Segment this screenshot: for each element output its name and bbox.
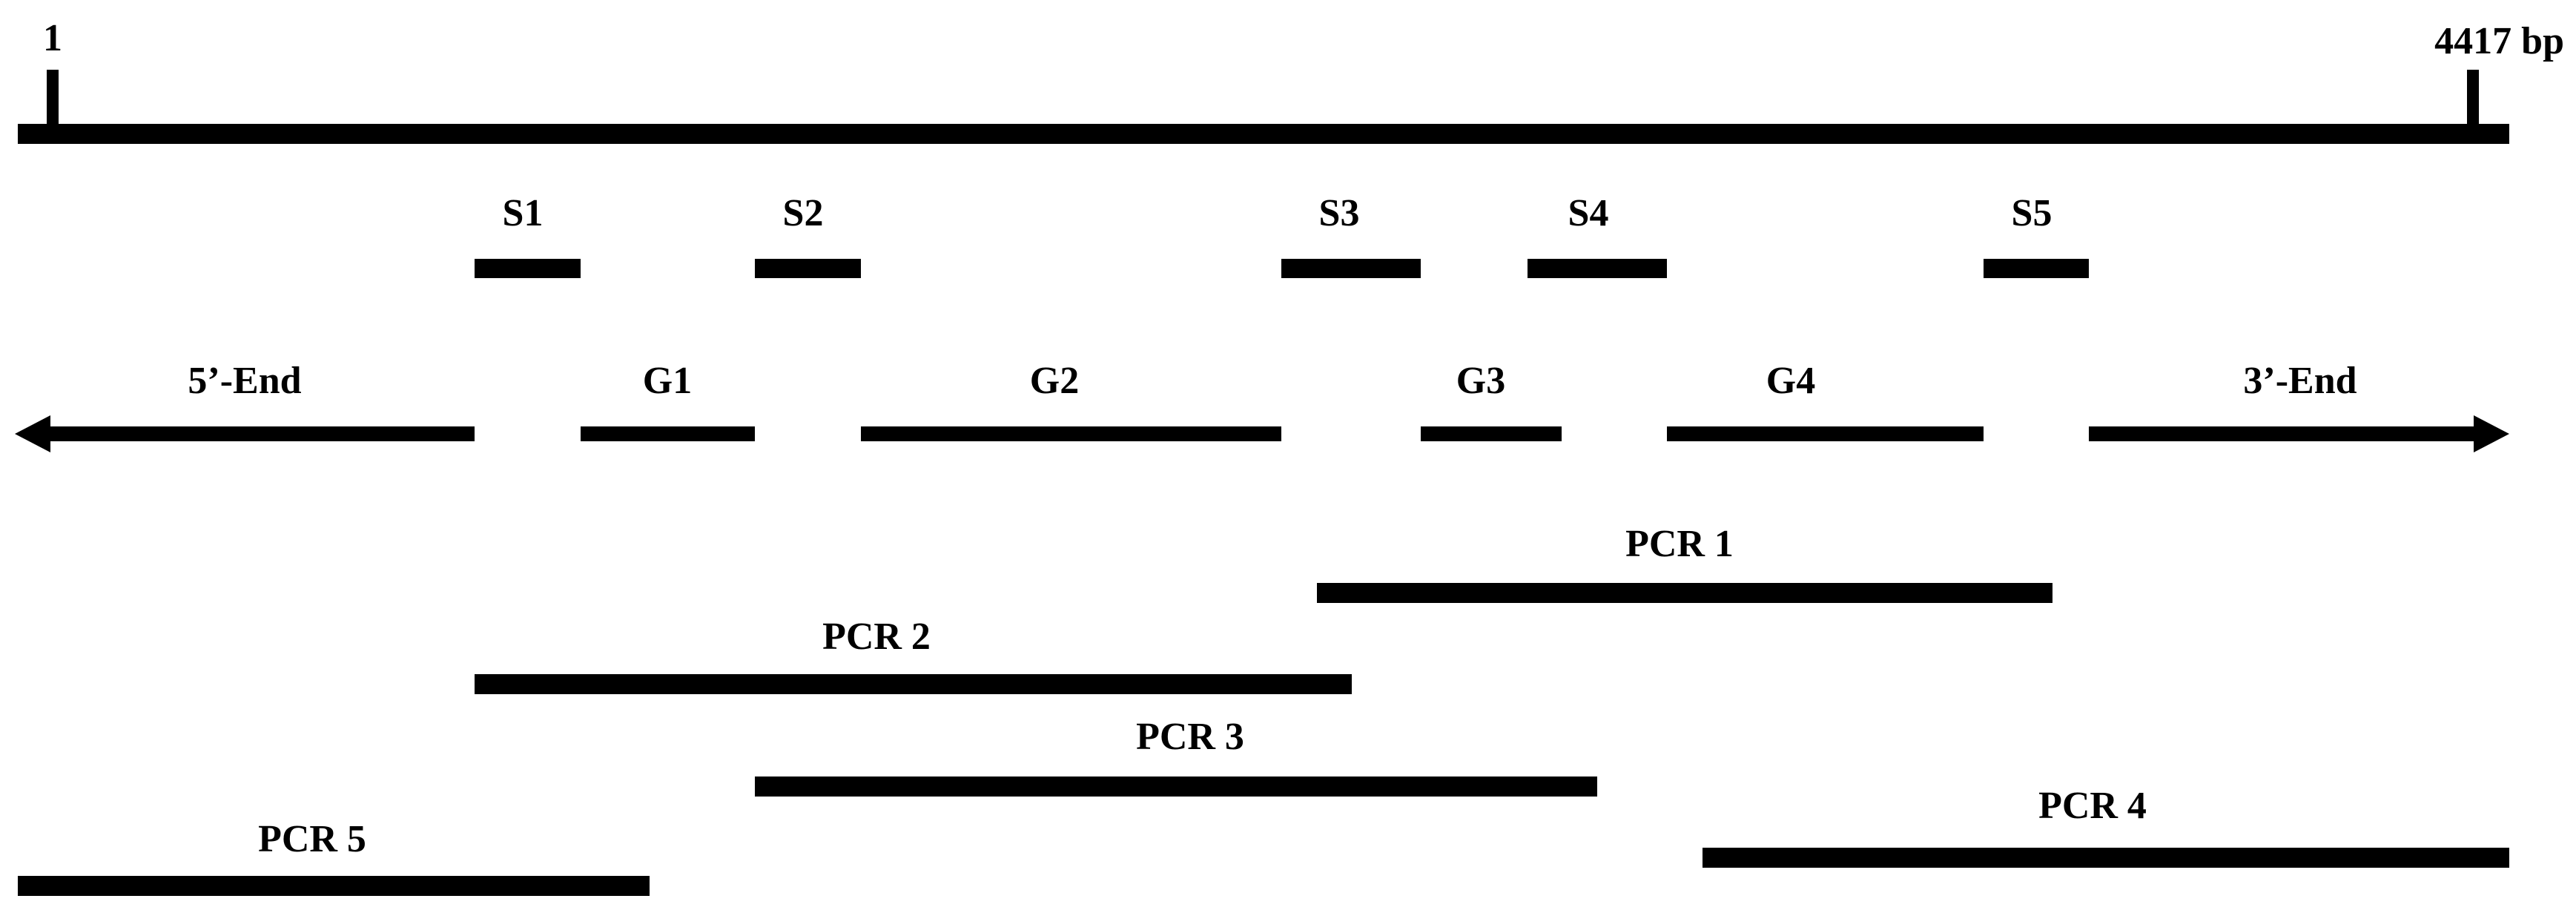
ruler-start-label: 1 <box>43 17 62 59</box>
pcr-bar-5 <box>18 876 650 896</box>
pcr-bar-3 <box>755 777 1597 797</box>
site-bar-s2 <box>755 259 861 278</box>
ruler-tick-end <box>2467 70 2479 136</box>
pcr-products: PCR 1 PCR 2 PCR 3 PCR 4 PCR 5 <box>18 523 2509 896</box>
pcr-bar-4 <box>1703 848 2509 868</box>
arrow-left-icon <box>15 415 50 452</box>
site-label-s3: S3 <box>1319 192 1360 234</box>
segment-label-5-end: 5’-End <box>188 360 301 402</box>
site-bar-s1 <box>475 259 581 278</box>
ruler-tick-start <box>47 70 59 136</box>
ruler: 1 4417 bp <box>18 17 2564 144</box>
pcr-label-2: PCR 2 <box>822 616 931 658</box>
segment-label-g2: G2 <box>1030 360 1079 402</box>
segment-bar-g3 <box>1421 426 1562 441</box>
site-label-s2: S2 <box>783 192 824 234</box>
pcr-bar-1 <box>1317 583 2052 603</box>
pcr-label-5: PCR 5 <box>258 818 366 860</box>
segment-bar-3-end <box>2089 426 2480 441</box>
gene-segments: 5’-End G1 G2 G3 G4 3’-End <box>15 360 2509 452</box>
segment-bar-g2 <box>861 426 1281 441</box>
pcr-bar-2 <box>475 674 1352 694</box>
ruler-end-label: 4417 bp <box>2434 20 2564 62</box>
site-label-s1: S1 <box>503 192 544 234</box>
sites: S1 S2 S3 S4 S5 <box>475 192 2089 278</box>
pcr-label-4: PCR 4 <box>2038 785 2147 827</box>
segment-bar-g4 <box>1667 426 1984 441</box>
site-label-s5: S5 <box>2012 192 2052 234</box>
arrow-right-icon <box>2474 415 2509 452</box>
segment-label-g3: G3 <box>1456 360 1505 402</box>
ruler-line <box>18 124 2509 144</box>
segment-bar-g1 <box>581 426 755 441</box>
segment-label-3-end: 3’-End <box>2243 360 2357 402</box>
segment-label-g4: G4 <box>1766 360 1815 402</box>
site-bar-s3 <box>1281 259 1421 278</box>
site-bar-s4 <box>1528 259 1667 278</box>
pcr-label-3: PCR 3 <box>1136 716 1244 758</box>
site-bar-s5 <box>1984 259 2089 278</box>
pcr-label-1: PCR 1 <box>1625 523 1734 565</box>
site-label-s4: S4 <box>1568 192 1609 234</box>
segment-bar-5-end <box>44 426 475 441</box>
segment-label-g1: G1 <box>643 360 692 402</box>
